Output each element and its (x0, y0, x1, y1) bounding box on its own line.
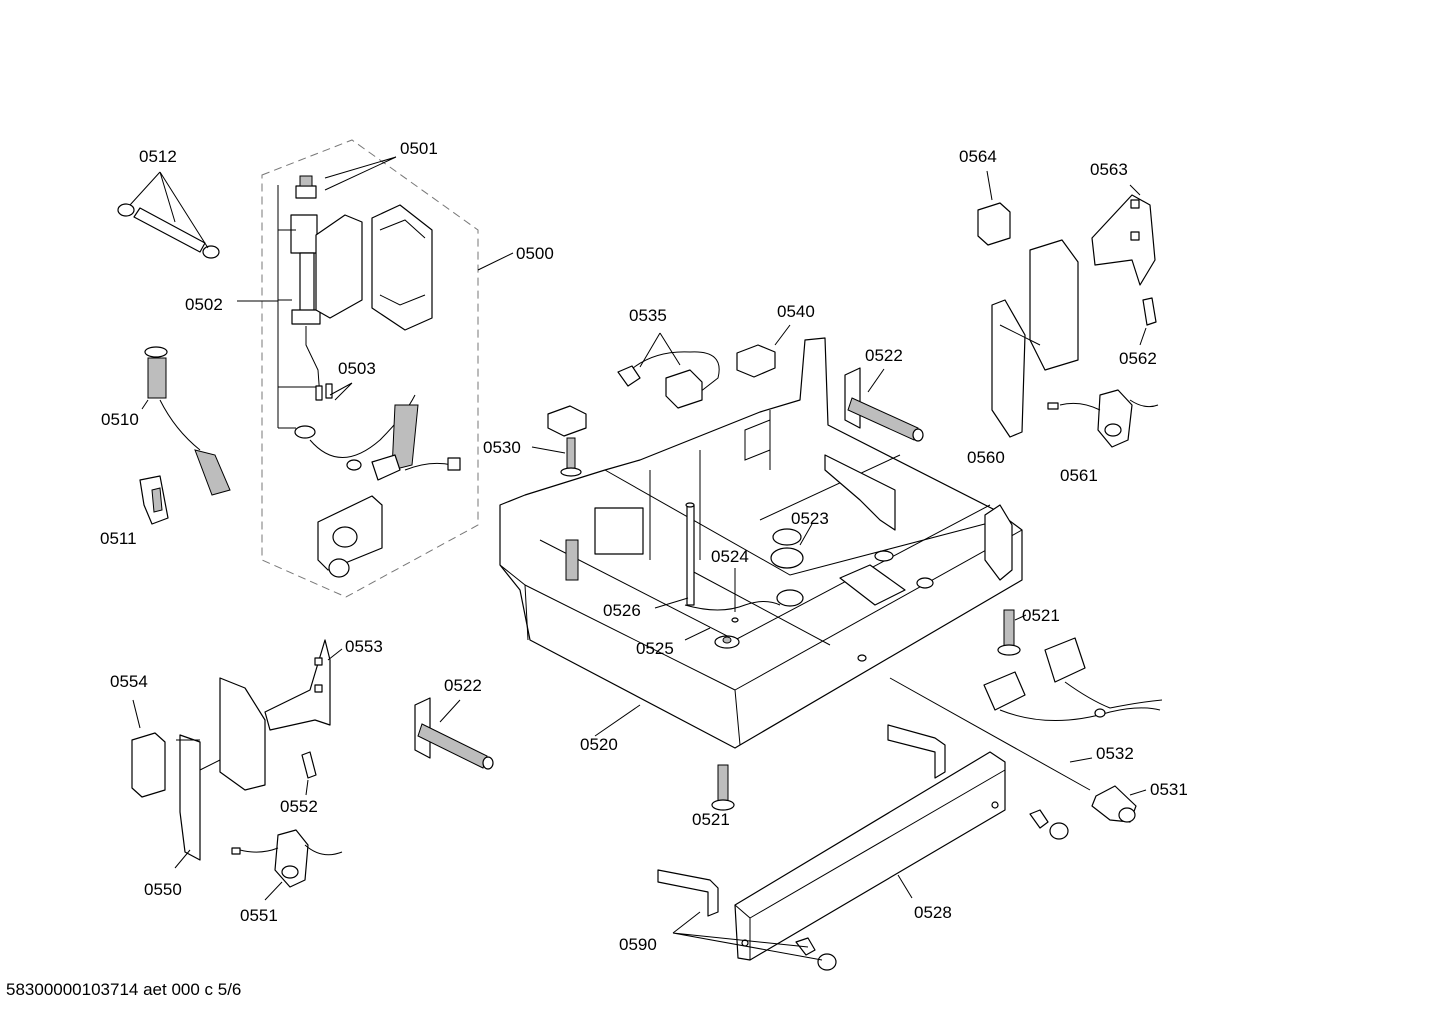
knob-0531 (1091, 785, 1147, 823)
panel-0528 (734, 724, 1006, 961)
screw-0521-bottom (711, 764, 735, 811)
valve-assembly-0500 (237, 139, 514, 598)
label-0522-right: 0522 (865, 346, 903, 365)
label-0503: 0503 (338, 359, 376, 378)
label-0553: 0553 (345, 637, 383, 656)
label-0510: 0510 (101, 410, 139, 429)
label-0551: 0551 (240, 906, 278, 925)
label-0524: 0524 (711, 547, 749, 566)
part-labels: 0501 0512 0500 0502 0503 0510 0511 0564 … (100, 139, 1188, 954)
label-0502: 0502 (185, 295, 223, 314)
foot-0530 (531, 405, 587, 477)
label-0540: 0540 (777, 302, 815, 321)
label-0528: 0528 (914, 903, 952, 922)
label-0521-right: 0521 (1022, 606, 1060, 625)
label-0590: 0590 (619, 935, 657, 954)
bracket-group-0550 (131, 639, 343, 901)
label-0530: 0530 (483, 438, 521, 457)
base-frame-0520 (499, 337, 1023, 749)
hose-0510 (141, 346, 231, 496)
label-0562: 0562 (1119, 349, 1157, 368)
label-0500: 0500 (516, 244, 554, 263)
label-0521-bottom: 0521 (692, 810, 730, 829)
label-0511: 0511 (100, 529, 137, 548)
connector-0540 (736, 324, 791, 378)
label-0522-left: 0522 (444, 676, 482, 695)
screws-0590 (657, 809, 1069, 971)
label-0560: 0560 (967, 448, 1005, 467)
clip-0511 (139, 475, 169, 525)
spring-0522-right (844, 367, 924, 442)
bracket-group-0560 (977, 170, 1159, 448)
label-0501: 0501 (400, 139, 438, 158)
document-id-footer: 58300000103714 aet 000 c 5/6 (6, 980, 242, 999)
label-0535: 0535 (629, 306, 667, 325)
label-0532: 0532 (1096, 744, 1134, 763)
label-0552: 0552 (280, 797, 318, 816)
label-0526: 0526 (603, 601, 641, 620)
cable-0535 (617, 332, 720, 409)
rod-0532 (889, 677, 1093, 791)
label-0531: 0531 (1150, 780, 1188, 799)
label-0561: 0561 (1060, 466, 1098, 485)
label-0525: 0525 (636, 639, 674, 658)
screw-0521-right (997, 609, 1027, 656)
label-0520: 0520 (580, 735, 618, 754)
label-0554: 0554 (110, 672, 148, 691)
label-0563: 0563 (1090, 160, 1128, 179)
label-0512: 0512 (139, 147, 177, 166)
label-0564: 0564 (959, 147, 997, 166)
label-0550: 0550 (144, 880, 182, 899)
hose-clamps-0512 (117, 171, 220, 259)
label-0523: 0523 (791, 509, 829, 528)
spring-0522-left (414, 697, 494, 770)
wiring-harness (983, 637, 1163, 722)
